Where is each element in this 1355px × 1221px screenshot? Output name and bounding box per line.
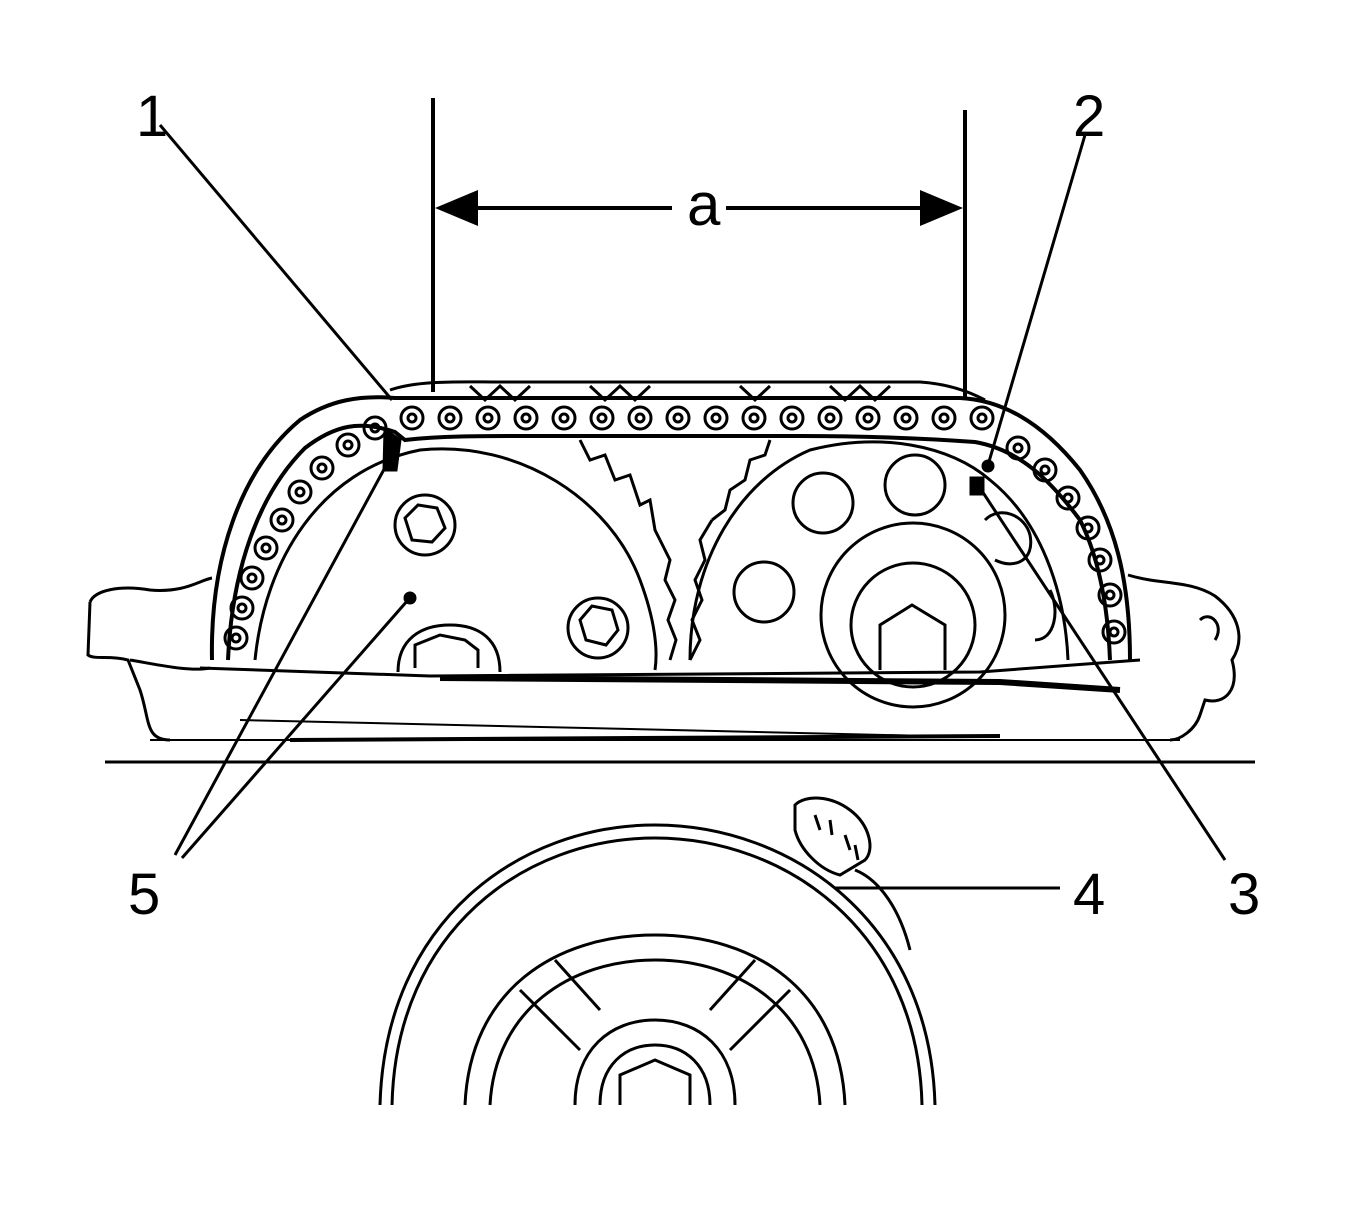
chain-roller bbox=[513, 405, 539, 431]
chain-roller bbox=[1075, 515, 1101, 541]
chain-pin bbox=[1094, 554, 1106, 566]
chain-pin bbox=[342, 439, 354, 451]
leader-lines bbox=[158, 124, 1227, 890]
chain-pin bbox=[710, 412, 722, 424]
chain-pin bbox=[596, 412, 608, 424]
chain-pin bbox=[406, 412, 418, 424]
chain-pin bbox=[786, 412, 798, 424]
chain-roller bbox=[399, 405, 425, 431]
left-sprocket-bolt-right bbox=[566, 596, 630, 660]
chain-pin bbox=[558, 412, 570, 424]
chain-roller bbox=[309, 455, 335, 481]
chain-pin bbox=[862, 412, 874, 424]
dimension-label-a: a bbox=[681, 175, 727, 235]
chain-pin bbox=[1082, 522, 1094, 534]
chain-roller bbox=[779, 405, 805, 431]
crankshaft-sprocket bbox=[378, 796, 937, 1106]
chain-roller bbox=[475, 405, 501, 431]
chain-roller bbox=[931, 405, 957, 431]
chain-roller bbox=[703, 405, 729, 431]
chain-roller bbox=[665, 405, 691, 431]
sprocket-hole-3 bbox=[732, 560, 796, 624]
crankshaft-timing-tab bbox=[793, 796, 872, 877]
left-sprocket-bolt-top bbox=[393, 493, 457, 557]
chain-roller bbox=[855, 405, 881, 431]
chain-roller bbox=[253, 535, 279, 561]
callout-2: 2 bbox=[1073, 84, 1106, 149]
sprocket-hole-2 bbox=[883, 453, 947, 517]
chain-pin bbox=[1039, 464, 1051, 476]
chain-roller bbox=[969, 405, 995, 431]
chain-pin bbox=[1012, 442, 1024, 454]
chain-pin bbox=[316, 462, 328, 474]
leader-1 bbox=[158, 124, 394, 401]
chain-pin bbox=[276, 514, 288, 526]
chain-links bbox=[223, 405, 1127, 651]
chain-roller bbox=[893, 405, 919, 431]
chain-roller bbox=[1032, 457, 1058, 483]
leader-5a bbox=[173, 461, 390, 856]
chain-pin bbox=[1104, 589, 1116, 601]
dimension-a bbox=[431, 98, 967, 398]
chain-pin bbox=[444, 412, 456, 424]
chain-guide bbox=[389, 380, 986, 403]
chain-roller bbox=[335, 432, 361, 458]
chain-roller bbox=[741, 405, 767, 431]
chain-pin bbox=[520, 412, 532, 424]
chain-roller bbox=[239, 565, 265, 591]
chain-pin bbox=[824, 412, 836, 424]
leader-2 bbox=[986, 134, 1087, 466]
callout-4: 4 bbox=[1073, 862, 1106, 927]
chain-roller bbox=[551, 405, 577, 431]
chain-roller bbox=[1097, 582, 1123, 608]
chain-roller bbox=[269, 507, 295, 533]
chain-pin bbox=[230, 632, 242, 644]
chain-pin bbox=[1062, 492, 1074, 504]
timing-chain bbox=[209, 395, 1132, 661]
chain-roller bbox=[362, 415, 388, 441]
chain-pin bbox=[482, 412, 494, 424]
chain-pin bbox=[748, 412, 760, 424]
chain-roller bbox=[223, 625, 249, 651]
callout-5: 5 bbox=[128, 862, 161, 927]
chain-pin bbox=[246, 572, 258, 584]
right-camshaft-sprocket bbox=[688, 439, 1070, 709]
callout-1: 1 bbox=[136, 84, 169, 149]
leader-3 bbox=[978, 487, 1227, 861]
chain-roller bbox=[1087, 547, 1113, 573]
sprocket-hole-1 bbox=[791, 471, 855, 535]
chain-pin bbox=[900, 412, 912, 424]
sprocket-hole-4 bbox=[983, 511, 1033, 566]
chain-roller bbox=[287, 479, 313, 505]
chain-roller bbox=[229, 595, 255, 621]
chain-pin bbox=[976, 412, 988, 424]
chain-roller bbox=[817, 405, 843, 431]
leader-5b bbox=[180, 599, 410, 859]
cylinder-head-outline bbox=[86, 573, 1255, 764]
chain-pin bbox=[236, 602, 248, 614]
chain-pin bbox=[294, 486, 306, 498]
chain-roller bbox=[1055, 485, 1081, 511]
right-sprocket-center-bolt bbox=[819, 521, 1007, 709]
callout-3: 3 bbox=[1228, 862, 1261, 927]
chain-pin bbox=[938, 412, 950, 424]
chain-roller bbox=[437, 405, 463, 431]
chain-pin bbox=[672, 412, 684, 424]
chain-roller bbox=[1005, 435, 1031, 461]
chain-roller bbox=[589, 405, 615, 431]
chain-roller bbox=[627, 405, 653, 431]
chain-pin bbox=[1108, 626, 1120, 638]
chain-pin bbox=[260, 542, 272, 554]
chain-pin bbox=[369, 422, 381, 434]
chain-pin bbox=[634, 412, 646, 424]
left-camshaft-sprocket bbox=[253, 427, 678, 673]
chain-roller bbox=[1101, 619, 1127, 645]
left-chain-mark bbox=[382, 427, 402, 472]
left-sprocket-bolt-center bbox=[396, 623, 502, 673]
